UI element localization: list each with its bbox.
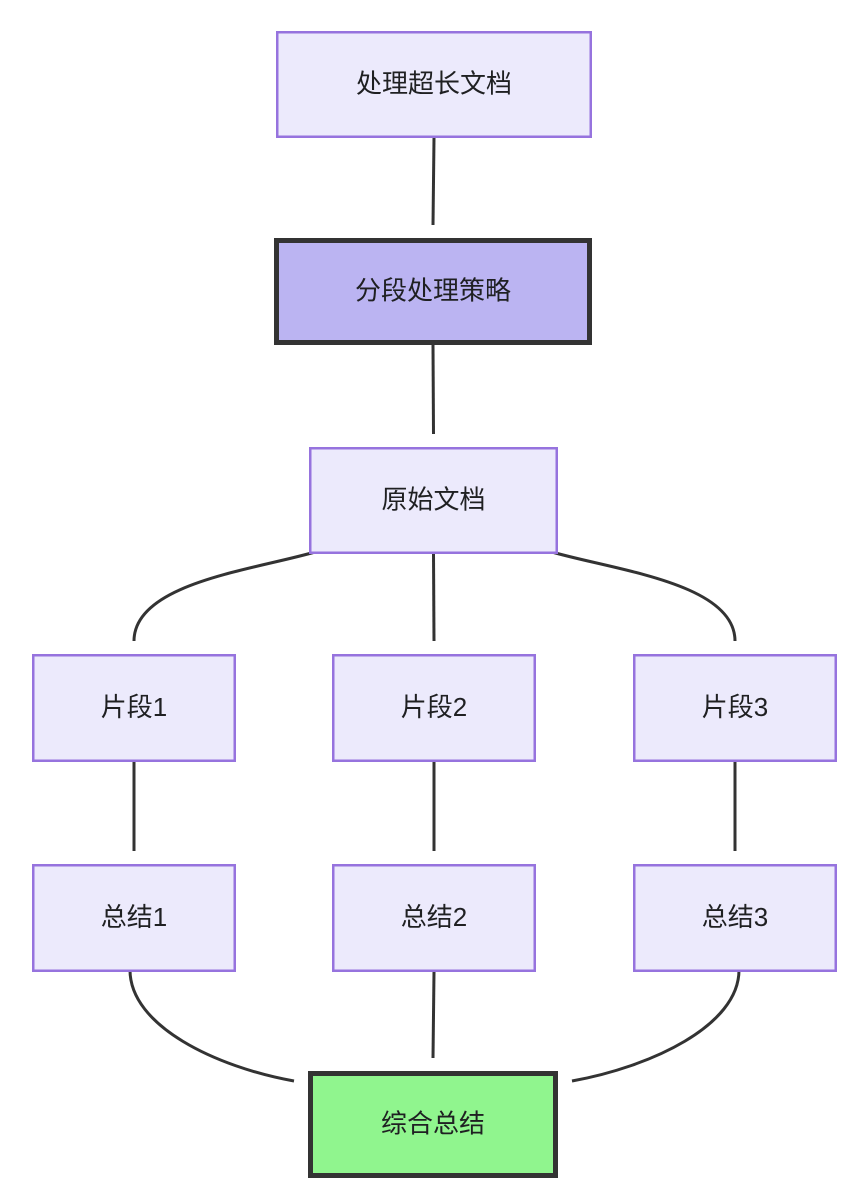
node-label: 片段1 [101, 692, 167, 722]
node-box [32, 864, 236, 972]
node-strategy[interactable]: 分段处理策略 [274, 238, 592, 345]
edge-line [432, 553, 436, 642]
node-box [276, 31, 592, 138]
node-label: 总结3 [702, 902, 768, 932]
node-box [633, 654, 837, 762]
edge-curve [571, 969, 741, 1083]
node-label: 片段2 [401, 692, 467, 722]
node-box [274, 238, 592, 345]
edge-line [431, 344, 435, 435]
edge-line [431, 971, 436, 1059]
node-label: 总结1 [101, 902, 167, 932]
node-label: 处理超长文档 [356, 68, 512, 98]
node-label: 分段处理策略 [355, 275, 511, 305]
node-box [633, 864, 837, 972]
node-start[interactable]: 处理超长文档 [276, 31, 592, 138]
node-summary2[interactable]: 总结2 [332, 864, 536, 972]
node-chunk3[interactable]: 片段3 [633, 654, 837, 762]
node-chunk1[interactable]: 片段1 [32, 654, 236, 762]
node-box [308, 1071, 558, 1178]
node-box [32, 654, 236, 762]
node-summary1[interactable]: 总结1 [32, 864, 236, 972]
edge-curve [132, 550, 316, 642]
edge-curve [551, 550, 737, 642]
node-box [332, 864, 536, 972]
node-label: 片段3 [702, 692, 768, 722]
node-box [332, 654, 536, 762]
node-summary3[interactable]: 总结3 [633, 864, 837, 972]
edge-curve [128, 969, 295, 1083]
node-final[interactable]: 综合总结 [308, 1071, 558, 1178]
node-box [309, 447, 558, 554]
node-label: 综合总结 [381, 1108, 485, 1138]
edge-line [431, 137, 436, 226]
node-source[interactable]: 原始文档 [309, 447, 558, 554]
node-label: 总结2 [401, 902, 467, 932]
node-label: 原始文档 [381, 484, 485, 514]
node-chunk2[interactable]: 片段2 [332, 654, 536, 762]
